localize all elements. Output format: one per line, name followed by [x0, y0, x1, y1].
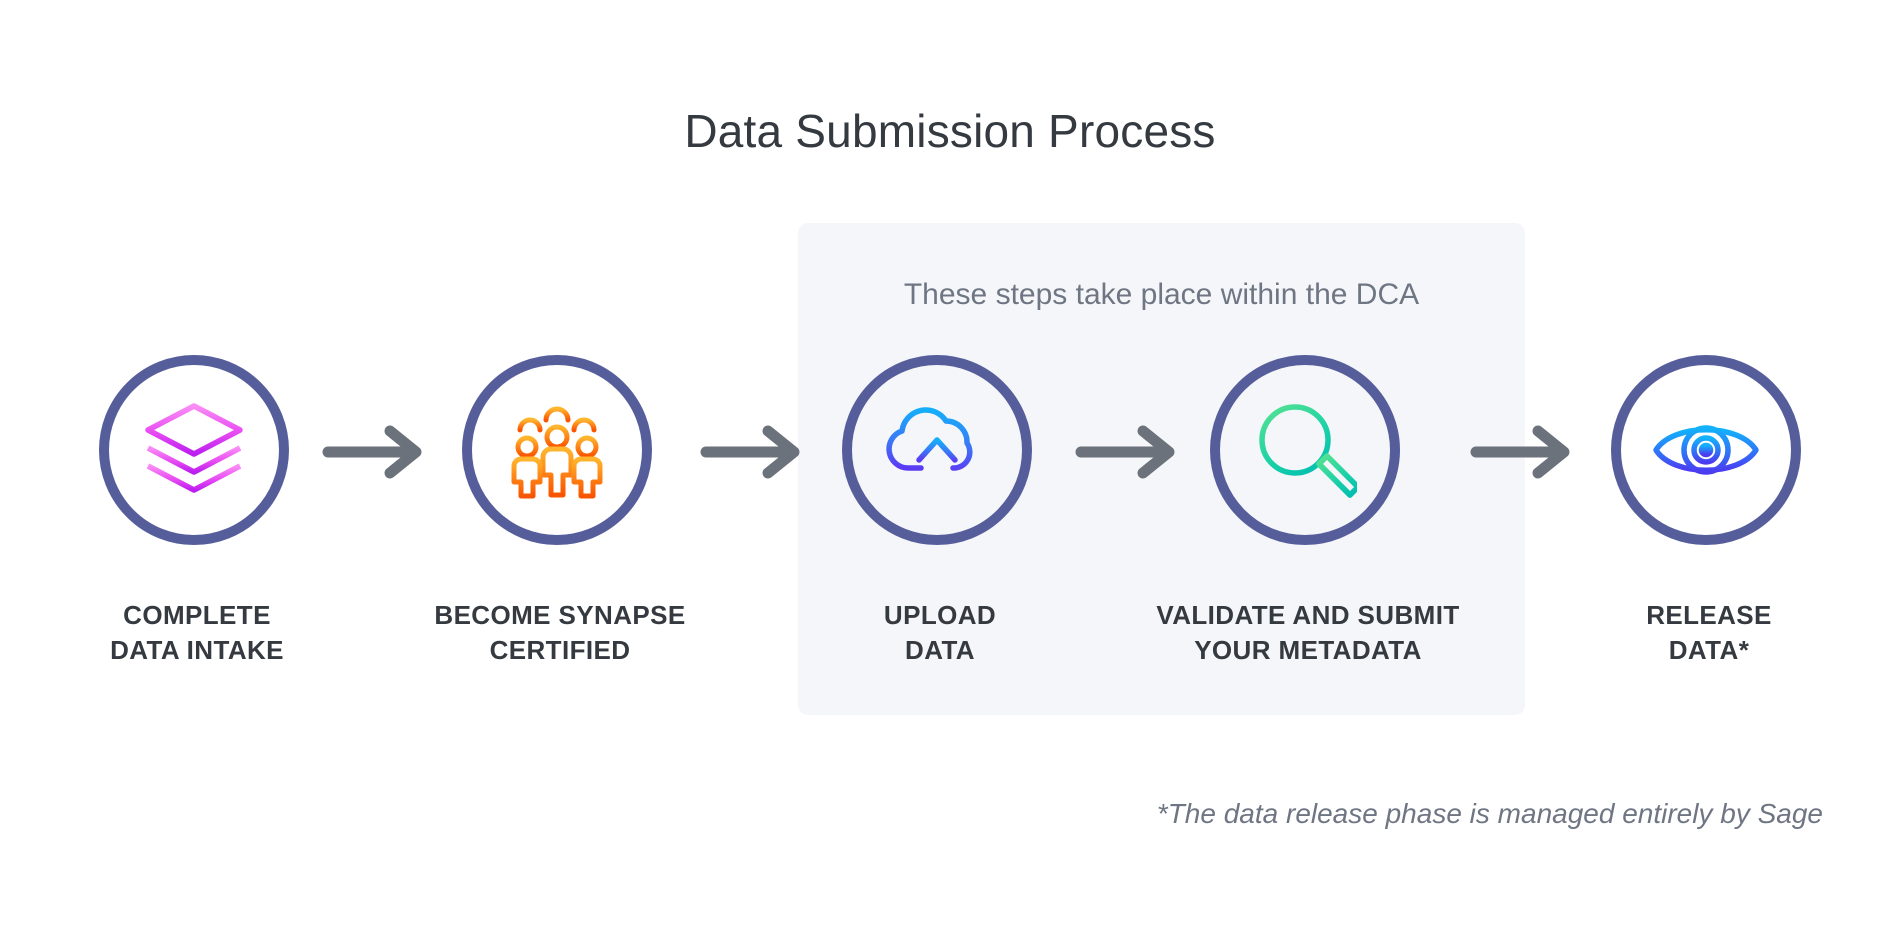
page-title: Data Submission Process [684, 105, 1216, 157]
step-label-upload-data: UPLOAD DATA [760, 598, 1120, 669]
step-label-line1: UPLOAD [883, 600, 997, 630]
step-label-line1: BECOME SYNAPSE [434, 600, 686, 630]
layers-icon [143, 402, 245, 498]
step-label-line1: VALIDATE AND SUBMIT [1156, 600, 1460, 630]
arrow-right-icon-3 [1075, 425, 1181, 479]
cloud-upload-icon [883, 398, 991, 502]
step-label-line2: DATA* [1668, 635, 1750, 666]
process-steps [0, 340, 1900, 570]
step-label-become-synapse-certified: BECOME SYNAPSE CERTIFIED [380, 598, 740, 669]
step-label-line2: YOUR METADATA [1194, 635, 1422, 666]
step-label-line2: DATA [905, 635, 975, 666]
step-label-line1: RELEASE [1646, 600, 1772, 630]
step-validate-and-submit-metadata[interactable] [1210, 340, 1406, 545]
eye-icon [1651, 415, 1761, 485]
step-circle [99, 355, 289, 545]
step-become-synapse-certified[interactable] [462, 340, 658, 545]
step-circle [462, 355, 652, 545]
arrow-right-icon-1 [322, 425, 428, 479]
step-label-complete-data-intake: COMPLETE DATA INTAKE [17, 598, 377, 669]
step-label-validate-and-submit-metadata: VALIDATE AND SUBMIT YOUR METADATA [1128, 598, 1488, 669]
arrow-right-icon-2 [700, 425, 806, 479]
step-circle [1611, 355, 1801, 545]
people-group-icon [505, 398, 609, 502]
step-label-release-data: RELEASE DATA* [1529, 598, 1889, 669]
step-circle [1210, 355, 1400, 545]
step-complete-data-intake[interactable] [99, 340, 295, 545]
magnifier-plus-icon [1253, 398, 1357, 502]
step-circle [842, 355, 1032, 545]
dca-panel-caption: These steps take place within the DCA [903, 278, 1420, 311]
step-label-line2: DATA INTAKE [110, 635, 284, 666]
arrow-right-icon-4 [1470, 425, 1576, 479]
step-label-line1: COMPLETE [123, 600, 271, 630]
step-release-data[interactable] [1611, 340, 1807, 545]
step-upload-data[interactable] [842, 340, 1038, 545]
footnote: *The data release phase is managed entir… [1156, 798, 1823, 829]
step-label-line2: CERTIFIED [489, 635, 631, 666]
